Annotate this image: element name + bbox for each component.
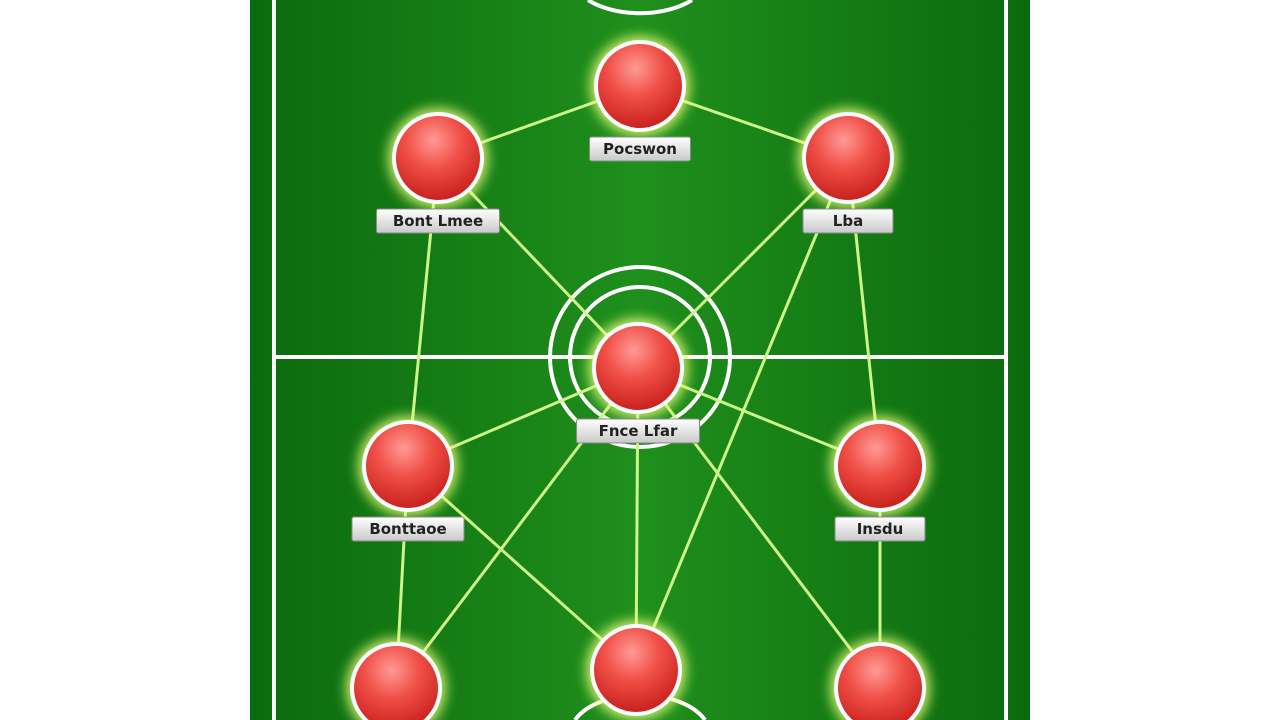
player-node-p-bottom-right[interactable] bbox=[830, 638, 930, 720]
player-label: Lba bbox=[833, 212, 863, 230]
player-label-tag bbox=[802, 208, 894, 234]
player-label: Insdu bbox=[857, 520, 904, 538]
player-node-p-bottom-center[interactable] bbox=[586, 620, 686, 720]
center-circle bbox=[548, 265, 732, 449]
top-arc bbox=[586, 0, 694, 16]
player-marker[interactable] bbox=[834, 420, 926, 512]
player-marker[interactable] bbox=[594, 40, 686, 132]
player-label: Pocswon bbox=[603, 140, 677, 158]
player-node-p-right-top[interactable]: Lba bbox=[798, 108, 898, 234]
player-node-p-left-mid[interactable]: Bonttaoe bbox=[351, 416, 465, 542]
player-label-tag bbox=[376, 208, 500, 234]
link-p-right-top-p-bottom-center bbox=[634, 157, 850, 671]
player-node-p-right-mid[interactable]: Insdu bbox=[830, 416, 930, 542]
player-marker[interactable] bbox=[392, 112, 484, 204]
player-marker[interactable] bbox=[802, 112, 894, 204]
player-node-p-left-top[interactable]: Bont Lmee bbox=[376, 108, 500, 234]
player-label: Bont Lmee bbox=[393, 212, 483, 230]
player-marker[interactable] bbox=[834, 642, 926, 720]
link-p-center-p-bottom-center bbox=[634, 367, 640, 671]
player-label-tag bbox=[589, 136, 691, 162]
player-label: Bonttaoe bbox=[369, 520, 446, 538]
player-label-tag bbox=[351, 516, 465, 542]
player-label-tag bbox=[576, 418, 700, 444]
player-marker[interactable] bbox=[590, 624, 682, 716]
player-label-tag bbox=[834, 516, 926, 542]
player-node-p-top[interactable]: Pocswon bbox=[589, 36, 691, 162]
player-marker[interactable] bbox=[592, 322, 684, 414]
player-node-p-bottom-left[interactable] bbox=[346, 638, 446, 720]
player-marker[interactable] bbox=[362, 420, 454, 512]
player-label: Fnce Lfar bbox=[599, 422, 678, 440]
link-p-left-mid-p-bottom-center bbox=[406, 464, 638, 672]
player-marker[interactable] bbox=[350, 642, 442, 720]
player-node-p-center[interactable]: Fnce Lfar bbox=[576, 318, 700, 444]
